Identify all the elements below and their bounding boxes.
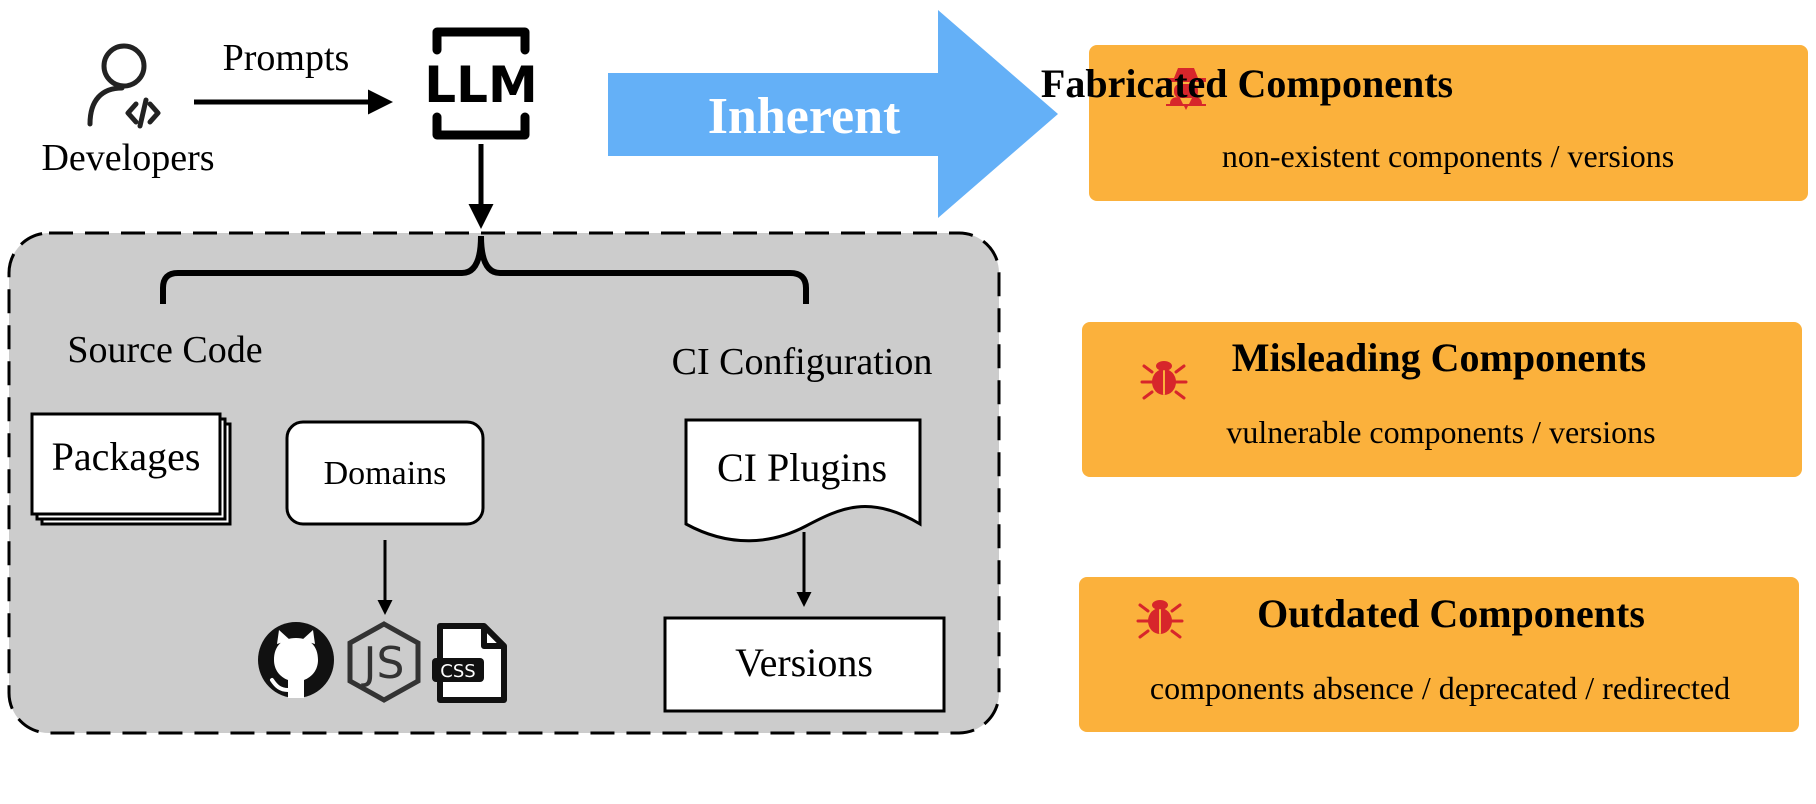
versions-box: Versions bbox=[663, 616, 946, 713]
risk-title: Outdated Components bbox=[1257, 591, 1645, 636]
spy-icon bbox=[1166, 68, 1206, 106]
risk-box-misleading: Misleading Components vulnerable compone… bbox=[1082, 322, 1802, 477]
nodejs-icon: JS bbox=[347, 621, 421, 703]
risk-detail: non-existent components / versions bbox=[1222, 138, 1674, 174]
ci-configuration-label: CI Configuration bbox=[672, 341, 933, 383]
developer-code-icon bbox=[87, 43, 161, 129]
llm-frame-icon bbox=[432, 27, 530, 140]
source-code-label: Source Code bbox=[67, 329, 262, 371]
domains-box: Domains bbox=[285, 420, 485, 526]
risk-detail: vulnerable components / versions bbox=[1226, 414, 1655, 450]
risk-title: Misleading Components bbox=[1232, 335, 1647, 380]
risk-title: Fabricated Components bbox=[1041, 61, 1453, 106]
github-icon bbox=[258, 622, 334, 698]
spy-icon bbox=[1170, 97, 1202, 110]
packages-label: Packages bbox=[52, 434, 201, 479]
inherent-arrow bbox=[608, 10, 1058, 218]
versions-label: Versions bbox=[735, 640, 873, 685]
css-badge-label: CSS bbox=[440, 661, 475, 682]
llm-label: LLM bbox=[424, 56, 537, 114]
bug-icon bbox=[1136, 600, 1184, 639]
inherent-label: Inherent bbox=[708, 88, 901, 145]
generated-artifacts-panel bbox=[7, 231, 1001, 735]
risk-box-fabricated: Fabricated Components non-existent compo… bbox=[1041, 45, 1808, 201]
developers-label: Developers bbox=[41, 137, 214, 179]
ci-plugins-label: CI Plugins bbox=[717, 445, 887, 490]
ci-plugins-box: CI Plugins bbox=[684, 418, 922, 543]
domains-label: Domains bbox=[324, 455, 447, 492]
bug-icon bbox=[1140, 361, 1188, 400]
category-brace bbox=[160, 235, 809, 304]
packages-box: Packages bbox=[30, 412, 232, 526]
prompts-label: Prompts bbox=[223, 37, 350, 79]
svg-text:JS: JS bbox=[361, 638, 405, 689]
css-file-icon: CSS bbox=[432, 623, 507, 703]
risk-box-outdated: Outdated Components components absence /… bbox=[1079, 577, 1799, 732]
risk-detail: components absence / deprecated / redire… bbox=[1150, 670, 1730, 706]
